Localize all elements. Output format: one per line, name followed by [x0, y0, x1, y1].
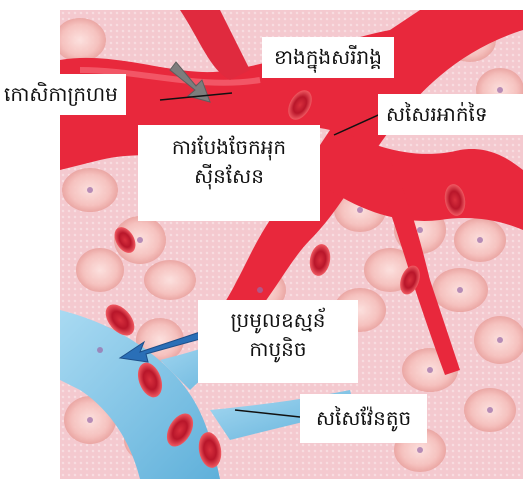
- capillary-artwork: [60, 10, 523, 479]
- label-co2-collection: ប្រមូលឧស្មន័ កាបូនិច: [198, 300, 358, 383]
- label-venule: សសៃវ៉ែនតូច: [300, 394, 427, 443]
- label-red-blood-cell-text: កោសិកាក្រហម: [4, 82, 118, 106]
- label-arterial-vessel: សសៃរអាក់ទៃ: [378, 94, 523, 135]
- label-red-blood-cell: កោសិកាក្រហម: [0, 74, 126, 115]
- label-arterial-vessel-text: សសៃរអាក់ទៃ: [386, 102, 488, 126]
- label-oxygen-exchange-line2: ស៊ីនសែន: [144, 162, 314, 191]
- label-oxygen-exchange-line1: ការបែងចែកអុក: [144, 133, 314, 162]
- label-inner-organ: ខាងក្នុងសរីរាង្គ: [262, 37, 394, 78]
- label-co2-collection-line2: កាបូនិច: [202, 335, 354, 364]
- label-oxygen-exchange: ការបែងចែកអុក ស៊ីនសែន: [138, 125, 320, 221]
- label-co2-collection-line1: ប្រមូលឧស្មន័: [202, 306, 354, 335]
- label-venule-text: សសៃវ៉ែនតូច: [316, 406, 411, 430]
- label-inner-organ-text: ខាងក្នុងសរីរាង្គ: [274, 45, 382, 69]
- capillary-illustration: [60, 10, 523, 479]
